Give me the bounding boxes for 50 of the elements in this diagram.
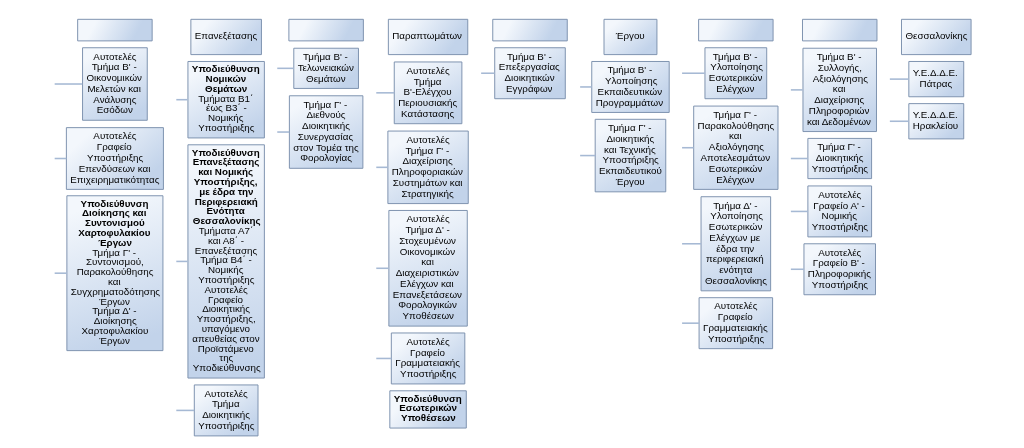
connector <box>680 322 700 324</box>
node-box <box>76 18 153 42</box>
node-box: Αυτοτελές Τμήμα Γ' - Διαχείρισης Πληροφοριακών Συστημάτων και Στρατηγικής <box>386 130 469 205</box>
connector <box>375 267 389 270</box>
connector <box>578 86 592 88</box>
node-box: Τμήμα Γ' - Παρακολούθησης και Αξιολόγησης Αποτελεσμάτων Εσωτερικών Ελέγχων <box>692 105 778 190</box>
connector <box>375 92 395 94</box>
node-box: Αυτοτελές Γραφείο Γραμματειακής Υποστήριξης <box>698 297 773 350</box>
node-box: Τμήμα Β' - Υλοποίησης Εκπαιδευτικών Προγραμμάτων <box>590 61 670 113</box>
node-box: Τμήμα Β' - Επεξεργασίας Διοικητικών Εγγράφων <box>493 47 566 100</box>
node-box: Τμήμα Δ' - Υλοποίησης Εσωτερικών Ελέγχων με έδρα την περιφερειακή ενότητα Θεσσαλονίκης <box>700 196 771 292</box>
connector <box>53 272 68 274</box>
node-box: Υ.Ε.Δ.Δ.Ε. Ηρακλείου <box>907 103 964 140</box>
node-box: Τμήμα Γ' - Διοικητικής και Τεχνικής Υποστήριξης Εκπαιδευτικού Έργου <box>594 118 666 193</box>
node-box: Υποδιεύθυνση Εσωτερικών Υποθέσεων <box>388 390 467 429</box>
connector <box>789 268 805 271</box>
connector <box>888 78 909 80</box>
node-box <box>697 18 774 42</box>
node-box: Υ.Ε.Δ.Δ.Ε. Πάτρας <box>907 61 964 98</box>
node-box: Τμήμα Γ' - Διεθνούς Διοικητικής Συνεργασίας στον Τομέα της Φορολογίας <box>288 95 363 169</box>
connector <box>680 72 706 74</box>
node-box <box>287 18 364 42</box>
node-box <box>491 18 568 42</box>
connector <box>888 120 909 123</box>
node-box: Αυτοτελές Γραφείο Β' - Πληροφορικής Υποστήριξης <box>802 243 876 296</box>
node-box: Αυτοτελές Τμήμα Διοικητικής Υποστήριξης <box>193 384 258 437</box>
node-box: Αυτοτελές Γραφείο Υποστήριξης Επενδύσεων και Επιχειρηματικότητας <box>65 127 164 190</box>
node-box: Αυτοτελές Τμήμα Β'-Ελέγχου Περιουσιακής Κατάστασης <box>393 61 462 125</box>
node-box: Τμήμα Γ' - Διοικητικής Υποστήριξης <box>806 137 872 180</box>
node-box: Αυτοτελές Τμήμα Β' - Οικονομικών Μελετών και Ανάλυσης Εσόδων <box>81 47 148 121</box>
connector <box>680 146 694 149</box>
connector <box>479 72 495 74</box>
node-box: Υποδιεύθυνση Επανεξέτασης και Νομικής Υποστήριξης, με έδρα την Περιφερειακή Ενότητα Θεσσαλονίκης Τμήματα Α7΄ και Α8΄ - Επανεξέτασης Τμήμα Β4΄ - Νομικής Υποστήριξης Αυτοτελές Γραφείο Διοικητικής Υποστήριξης, υπαγόμενο απευθείας στον Προϊστάμενο της Υποδιεύθυνσης <box>186 144 265 379</box>
node-box: Υποδιεύθυνση Νομικών Θεμάτων Τμήματα Β1΄ έως Β3΄ - Νομικής Υποστήριξης <box>186 61 265 139</box>
node-box: Έργου <box>603 18 657 56</box>
node-box: Παραπτωμάτων <box>387 18 468 56</box>
connector <box>53 83 83 85</box>
connector <box>275 131 290 133</box>
node-box: Υποδιεύθυνση Διοίκησης και Συντονισμού Χαρτοφυλακίου Έργων Τμήμα Γ' - Συντονισμού, Παρακολούθησης και Συγχρηματοδότησης Έργων Τμήμα Δ' - Διοίκησης Χαρτοφυλακίου Έργων <box>65 195 163 352</box>
node-box: Αυτοτελές Τμήμα Δ' - Στοχευμένων Οικονομικών και Διαχειριστικών Ελέγχων και Επανεξετάσεων Φορολογικών Υποθέσεων <box>387 209 468 327</box>
node-box: Θεσσαλονίκης <box>900 18 972 56</box>
connector <box>680 243 702 245</box>
node-box: Αυτοτελές Γραφείο Γραμματειακής Υποστήριξης <box>390 332 465 385</box>
node-box <box>801 18 877 42</box>
node-box: Επανεξέτασης <box>189 18 262 56</box>
node-box: Τμήμα Β' - Συλλογής, Αξιολόγησης και Διαχείρισης Πληροφοριών και Δεδομένων <box>802 47 877 133</box>
node-box: Τμήμα Β' - Τελωνειακών Θεμάτων <box>292 47 359 89</box>
connector <box>789 89 804 91</box>
node-box: Τμήμα Β' - Υλοποίησης Εσωτερικών Ελέγχων <box>703 47 767 100</box>
node-box: Αυτοτελές Γραφείο Α' - Νομικής Υποστήριξης <box>806 185 872 238</box>
